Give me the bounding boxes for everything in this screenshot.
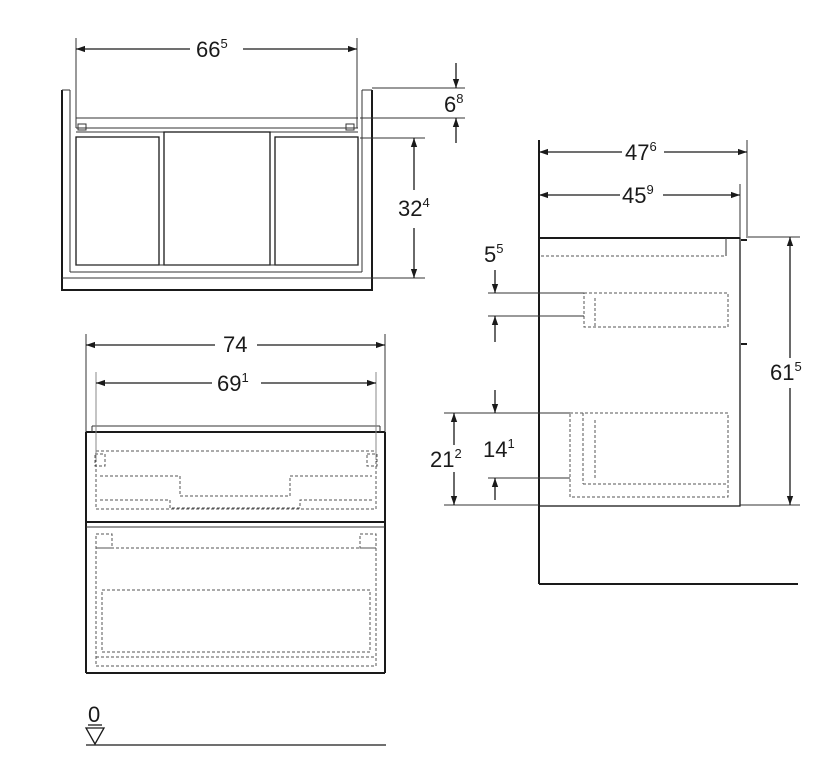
dim-side-drawer-height: 141	[483, 436, 515, 462]
dim-front-outer: 74	[223, 332, 247, 357]
dim-side-inner-depth: 459	[622, 182, 654, 208]
dim-side-outer-depth: 476	[625, 139, 657, 165]
dim-side-height: 615	[770, 359, 802, 385]
front-view	[85, 334, 386, 674]
dim-side-lower-height: 212	[430, 446, 462, 472]
dim-top-depth: 324	[398, 195, 430, 221]
dim-top-width: 665	[196, 36, 228, 62]
floor-level	[84, 724, 386, 746]
top-view	[61, 38, 465, 291]
floor-zero-label: 0	[88, 702, 100, 727]
dim-top-gap: 68	[444, 91, 463, 117]
dim-side-top-offset: 55	[484, 241, 503, 267]
dim-front-inner: 691	[217, 370, 249, 396]
side-view	[444, 140, 800, 585]
